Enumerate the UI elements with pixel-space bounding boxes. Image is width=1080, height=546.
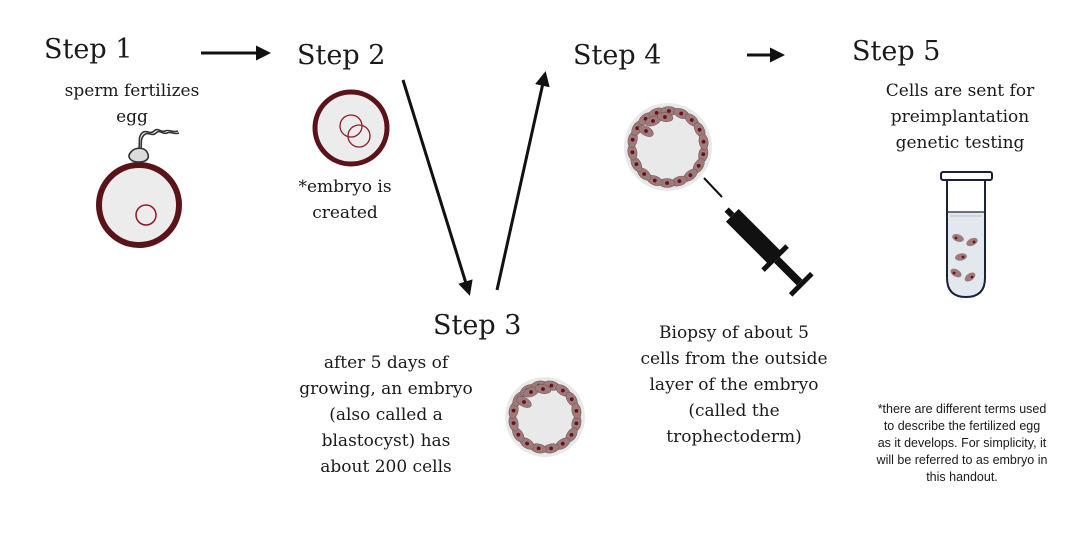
cell-nucleus (549, 446, 553, 451)
step-5-description: Cells are sent for preimplantation genet… (885, 81, 1035, 153)
cell-nucleus (630, 150, 635, 155)
footnote: *there are different terms used to descr… (876, 402, 1048, 484)
cell-nucleus (560, 441, 565, 446)
cell-nucleus (536, 446, 541, 451)
step-2-description: *embryo is created (298, 177, 392, 223)
cell-nucleus (652, 178, 657, 183)
cell-nucleus (574, 409, 579, 413)
cell-nucleus (529, 390, 533, 394)
cell-nucleus (665, 181, 669, 185)
step-4-description: Biopsy of about 5 cells from the outside… (640, 323, 828, 447)
blastocyst-icon (505, 377, 585, 457)
cell-nucleus (525, 441, 529, 446)
cell-nucleus (574, 421, 579, 426)
cell-nucleus (651, 119, 655, 123)
cell-nucleus (522, 400, 526, 404)
cell-nucleus (569, 433, 574, 437)
cell-nucleus (561, 388, 565, 393)
biopsy-syringe-icon (703, 177, 814, 297)
biopsy-blastocyst-icon (624, 103, 712, 191)
tube-cells (950, 234, 978, 282)
cell-nucleus (511, 408, 516, 413)
cell-nucleus (569, 397, 574, 402)
cell-nucleus (541, 387, 545, 391)
cell-nucleus (689, 118, 694, 122)
step-4-title: Step 4 (573, 40, 662, 71)
cell-nucleus (697, 127, 702, 132)
cell-nucleus (549, 383, 554, 388)
cell-nucleus (679, 111, 684, 116)
arrow-step2-to-step3 (401, 79, 473, 296)
step-1-description: sperm fertilizes egg (64, 81, 200, 127)
step-3-description: after 5 days of growing, an embryo (also… (299, 353, 473, 477)
step-3-title: Step 3 (433, 310, 522, 341)
step-5-title: Step 5 (852, 36, 941, 67)
arrow-step3-to-step4 (495, 71, 550, 291)
embryo-icon (312, 89, 390, 167)
cell-nucleus (654, 111, 659, 115)
cell-nucleus (634, 162, 639, 167)
cell-nucleus (696, 163, 701, 168)
cell-nucleus (630, 137, 635, 142)
cell-nucleus (688, 173, 693, 178)
cell-nucleus (516, 432, 521, 437)
cell-nucleus (701, 139, 706, 144)
cell-nucleus (677, 179, 682, 184)
cell-nucleus (635, 126, 640, 131)
cell-nucleus (701, 152, 706, 157)
cell-nucleus (642, 172, 647, 176)
step-1-title: Step 1 (44, 34, 133, 65)
step-2-title: Step 2 (297, 40, 386, 71)
cell-nucleus (663, 115, 667, 119)
sperm-fertilizing-egg-icon (96, 128, 182, 248)
cell-nucleus (644, 129, 648, 133)
cell-nucleus (511, 421, 516, 425)
test-tube-icon (940, 171, 993, 299)
cell-nucleus (667, 109, 671, 113)
